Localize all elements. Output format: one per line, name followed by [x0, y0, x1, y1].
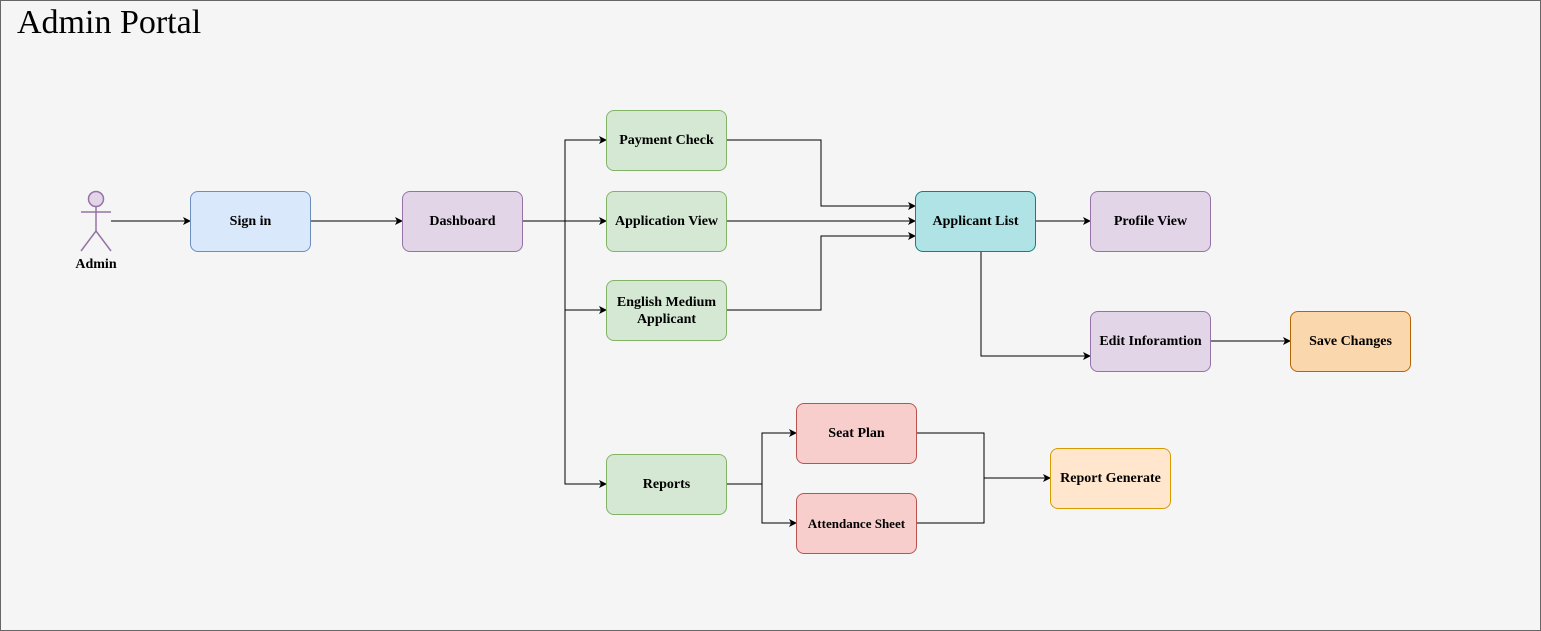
- node-payment-check[interactable]: Payment Check: [606, 110, 727, 171]
- node-edit-information[interactable]: Edit Inforamtion: [1090, 311, 1211, 372]
- node-seat-plan[interactable]: Seat Plan: [796, 403, 917, 464]
- edge-attendance-reportgenerate: [917, 478, 985, 524]
- edge-applicantlist-edit: [980, 252, 1091, 360]
- node-reports[interactable]: Reports: [606, 454, 727, 515]
- node-report-generate[interactable]: Report Generate: [1050, 448, 1171, 509]
- node-sign-in[interactable]: Sign in: [190, 191, 311, 252]
- edge-dashboard-paymentcheck: [564, 136, 607, 221]
- node-attendance-sheet[interactable]: Attendance Sheet: [796, 493, 917, 554]
- node-application-view[interactable]: Application View: [606, 191, 727, 252]
- node-save-changes[interactable]: Save Changes: [1290, 311, 1411, 372]
- edge-reports-seatplan: [727, 429, 797, 485]
- diagram-title: Admin Portal: [17, 4, 202, 41]
- edge-dashboard-english: [564, 221, 607, 314]
- admin-actor-icon: [80, 190, 112, 252]
- edge-seatplan-reportgenerate: [917, 432, 1051, 482]
- edge-english-applicantlist: [727, 232, 916, 311]
- node-profile-view[interactable]: Profile View: [1090, 191, 1211, 252]
- edge-dashboard-reports: [564, 310, 607, 488]
- node-applicant-list[interactable]: Applicant List: [915, 191, 1036, 252]
- node-dashboard[interactable]: Dashboard: [402, 191, 523, 252]
- edge-paymentcheck-applicantlist: [727, 139, 916, 210]
- actor-label: Admin: [75, 257, 117, 272]
- node-english-medium-applicant[interactable]: English Medium Applicant: [606, 280, 727, 341]
- edge-reports-attendance: [761, 484, 797, 527]
